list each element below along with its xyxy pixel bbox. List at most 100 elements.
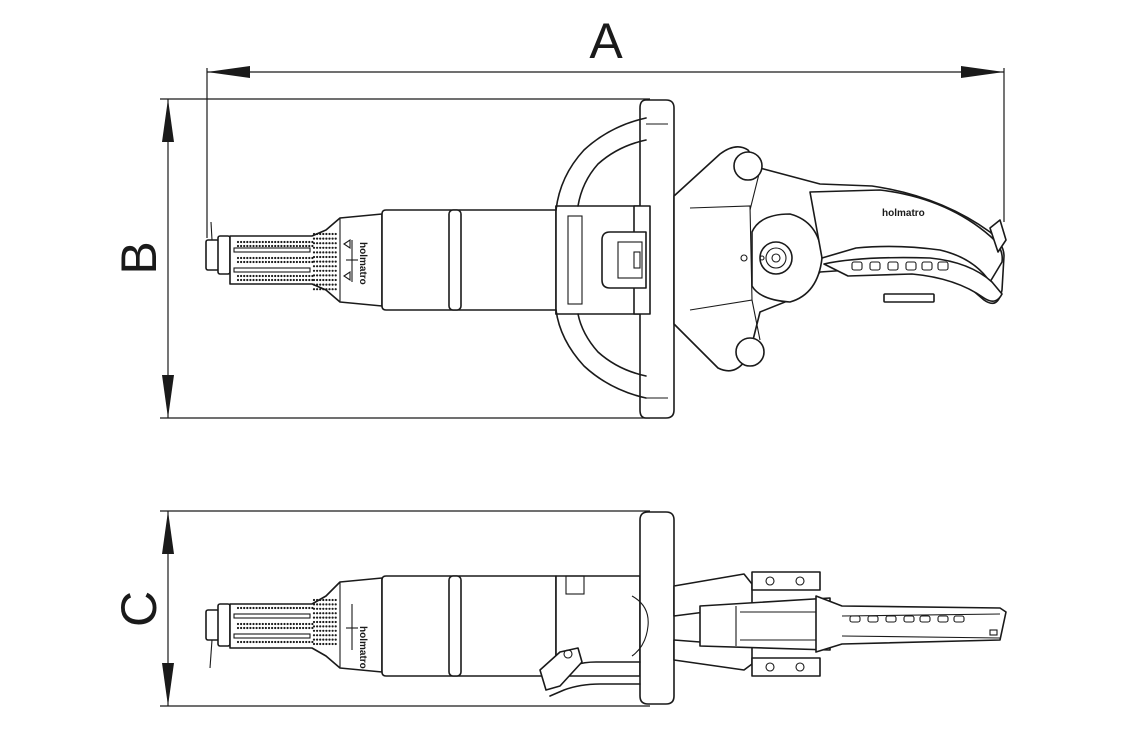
grip-dot xyxy=(271,240,274,244)
grip-dot xyxy=(316,265,319,268)
upper-blade xyxy=(809,189,1007,283)
grip-dot xyxy=(305,260,308,264)
grip-dot xyxy=(283,244,286,248)
grip-dot xyxy=(271,626,274,630)
grip-dot xyxy=(264,274,267,278)
grip-dot xyxy=(319,612,322,615)
blade-notch xyxy=(903,615,915,623)
grip-dot xyxy=(283,640,286,644)
grip-dot xyxy=(267,278,271,282)
grip-dot xyxy=(295,626,298,630)
grip-dot xyxy=(240,244,243,248)
grip-dot xyxy=(255,626,258,630)
grip-dot xyxy=(271,640,274,644)
grip-dot xyxy=(328,265,331,268)
grip-dot xyxy=(298,626,302,630)
grip-dot xyxy=(305,640,308,644)
grip-dot xyxy=(283,622,286,626)
grip-dot xyxy=(322,607,325,610)
grip-dot xyxy=(325,237,328,240)
grip-dot xyxy=(267,256,271,260)
grip-dot xyxy=(334,629,337,632)
grip-dot xyxy=(298,606,302,610)
grip-dot xyxy=(267,244,271,248)
top-view: holmatro xyxy=(205,99,1007,419)
grip-dot xyxy=(319,274,322,277)
grip-dot xyxy=(308,240,311,244)
grip-dot xyxy=(261,244,264,248)
grip-dot xyxy=(331,251,334,254)
grip-dot xyxy=(236,606,240,610)
grip-dot xyxy=(312,620,316,624)
grip-dot xyxy=(319,607,322,610)
grip-dot xyxy=(246,640,249,644)
grip-dot xyxy=(258,240,261,244)
grip-dot xyxy=(305,626,308,630)
grip-dot xyxy=(292,622,295,626)
grip-dot xyxy=(316,638,319,641)
grip-dot xyxy=(252,274,255,278)
grip-dot xyxy=(322,616,325,619)
grip-dot xyxy=(302,240,305,244)
grip-dot xyxy=(286,256,289,260)
grip-dot xyxy=(316,607,319,610)
blade-notch xyxy=(953,615,965,623)
grip-dot xyxy=(325,612,328,615)
grip-dot xyxy=(286,244,289,248)
grip-dot xyxy=(261,256,264,260)
grip-dot xyxy=(246,274,249,278)
grip-dot xyxy=(316,616,319,619)
grip-dot xyxy=(312,638,316,641)
grip-dot xyxy=(246,622,249,626)
grip-dot xyxy=(280,640,283,644)
grip-dot xyxy=(328,616,331,619)
dimension-b: B xyxy=(111,98,650,419)
grip-dot xyxy=(264,640,267,644)
grip-dot xyxy=(334,251,337,254)
grip-dot xyxy=(305,244,308,248)
grip-dot xyxy=(252,256,255,260)
grip-dot xyxy=(267,622,271,626)
grip-dot xyxy=(322,237,325,240)
grip-dot xyxy=(243,240,246,244)
grip-dot xyxy=(319,603,322,606)
blade-notch xyxy=(869,261,881,271)
grip-dot xyxy=(271,260,274,264)
grip-dot xyxy=(240,640,243,644)
grip-dot xyxy=(319,629,322,632)
blade-notch xyxy=(851,261,863,271)
grip-dot xyxy=(292,274,295,278)
grip-dot xyxy=(240,240,243,244)
grip-dot xyxy=(311,256,314,260)
grip-dot xyxy=(302,260,305,264)
grip-dot xyxy=(283,260,286,264)
grip-dot xyxy=(319,265,322,268)
coupler-side xyxy=(205,603,231,669)
grip-dot xyxy=(331,237,334,240)
grip-dot xyxy=(255,606,258,610)
grip-dot xyxy=(319,232,322,236)
grip-dot xyxy=(258,244,261,248)
grip-dot xyxy=(249,274,252,278)
grip-dot xyxy=(325,603,328,606)
grip-dot xyxy=(322,278,325,282)
grip-dot xyxy=(331,255,334,259)
latch xyxy=(601,205,651,315)
grip-dot xyxy=(292,606,295,610)
grip-dot xyxy=(328,251,331,254)
grip-dot xyxy=(305,606,308,610)
grip-dot xyxy=(328,260,331,263)
grip-dot xyxy=(312,634,316,637)
grip-dot xyxy=(322,625,325,628)
grip-dot xyxy=(292,256,295,260)
grip-dot xyxy=(249,240,252,244)
grip-dot xyxy=(316,612,319,615)
grip-dot xyxy=(246,256,249,260)
grip-dot xyxy=(328,232,331,236)
grip-dot xyxy=(305,256,308,260)
grip-dot xyxy=(325,607,328,610)
grip-dot xyxy=(316,629,319,632)
dimension-label-c: C xyxy=(111,591,167,627)
grip-dot xyxy=(280,240,283,244)
grip-dot xyxy=(325,269,328,272)
